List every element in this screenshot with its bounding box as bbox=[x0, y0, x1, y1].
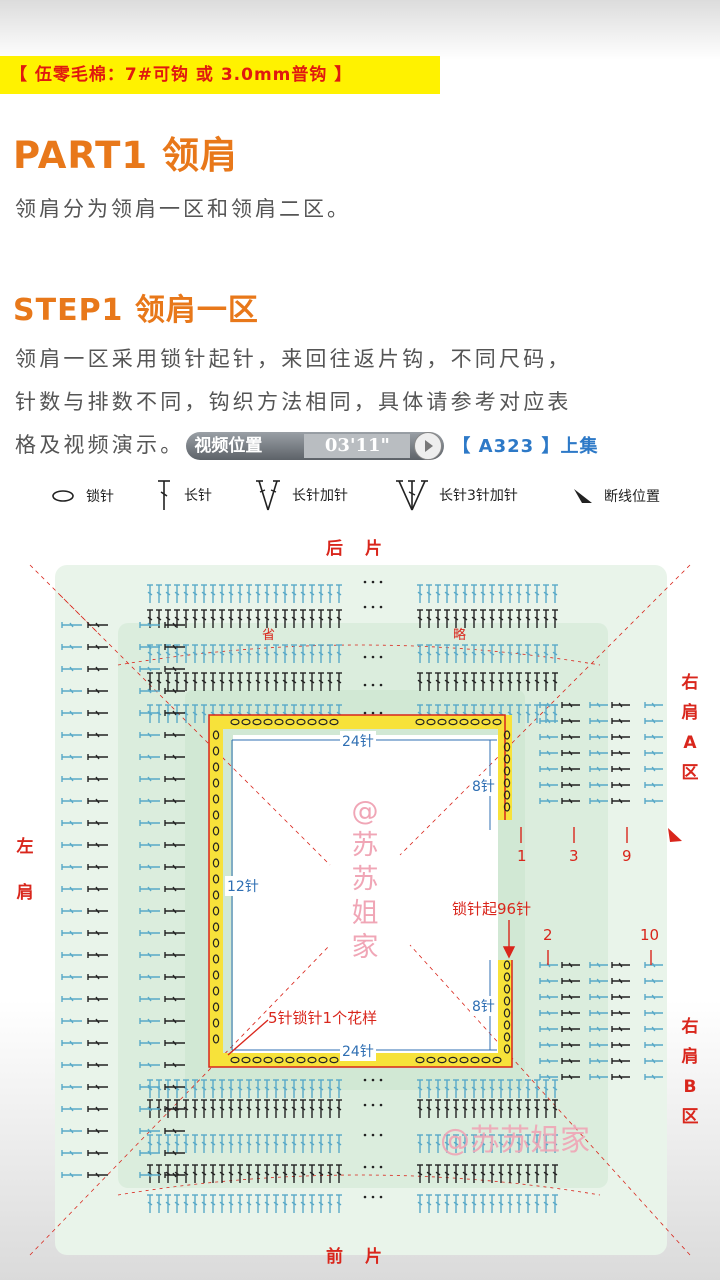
start-chain-note: 锁针起96针 bbox=[452, 900, 532, 918]
double-crochet-icon bbox=[158, 480, 170, 510]
legend-chain-label: 锁针 bbox=[86, 489, 114, 505]
watermark-vertical: @苏苏姐家 bbox=[351, 796, 379, 963]
chart-guidelines bbox=[29, 564, 691, 1256]
step-line-3: 格及视频演示。视频位置 03'11" 【 A323 】上集 bbox=[15, 424, 715, 468]
top-shade bbox=[0, 0, 720, 60]
video-time: 03'11" bbox=[304, 434, 411, 458]
chain-stitch-icon bbox=[52, 490, 74, 502]
watermark-horizontal: @苏苏姐家 bbox=[440, 1123, 590, 1158]
legend-dc: 长针 bbox=[154, 478, 212, 512]
back-panel-label: 后片 bbox=[326, 539, 404, 559]
step-description: 领肩一区采用锁针起针，来回往返片钩，不同尺码， 针数与排数不同，钩织方法相同，具… bbox=[15, 338, 715, 468]
step-title: STEP1 领肩一区 bbox=[13, 293, 259, 328]
legend-dc3-inc-label: 长针3针加针 bbox=[439, 488, 518, 504]
motif-note: 5针锁针1个花样 bbox=[268, 1009, 378, 1027]
omit-label-1: 省 bbox=[262, 628, 276, 643]
row-marker-9: 9 bbox=[622, 847, 632, 865]
yarn-banner: 【 伍零毛棉：7#可钩 或 3.0mm普钩 】 bbox=[0, 56, 440, 94]
right-a-stitch-count: 8针 bbox=[470, 776, 497, 796]
row-marker-2: 2 bbox=[543, 926, 553, 944]
double-crochet-increase-icon bbox=[256, 480, 280, 511]
stitch-marks bbox=[61, 580, 663, 1213]
part-title: PART1 领肩 bbox=[13, 134, 239, 177]
omit-label-2: 略 bbox=[453, 628, 467, 643]
row-marker-1: 1 bbox=[517, 847, 527, 865]
step-line-2: 针数与排数不同，钩织方法相同，具体请参考对应表 bbox=[15, 390, 572, 414]
row-marker-10: 10 bbox=[640, 926, 660, 944]
chart-bands bbox=[55, 565, 667, 1255]
legend-chain: 锁针 bbox=[50, 486, 114, 506]
double-crochet-3-increase-icon bbox=[396, 480, 428, 511]
video-position-button[interactable]: 视频位置 03'11" bbox=[186, 432, 445, 460]
video-label: 视频位置 bbox=[194, 436, 263, 456]
row-marker-3: 3 bbox=[569, 847, 579, 865]
step-line-1: 领肩一区采用锁针起针，来回往返片钩，不同尺码， bbox=[15, 347, 572, 371]
legend-fasten-off: 断线位置 bbox=[572, 486, 660, 506]
chain-marks bbox=[212, 718, 511, 1064]
part-description: 领肩分为领肩一区和领肩二区。 bbox=[15, 197, 351, 221]
side-stitch-count: 12针 bbox=[225, 876, 261, 896]
left-shoulder-label: 左肩 bbox=[16, 837, 34, 903]
play-icon[interactable] bbox=[414, 432, 443, 460]
legend-fasten-off-label: 断线位置 bbox=[604, 489, 660, 505]
step-line-3-text: 格及视频演示。 bbox=[15, 433, 185, 457]
top-stitch-count: 24针 bbox=[340, 731, 376, 751]
legend-dc-label: 长针 bbox=[184, 488, 212, 504]
bottom-stitch-count: 24针 bbox=[340, 1041, 376, 1061]
stitch-legend: 锁针 长针 长针加针 长针3针加针 断线位置 bbox=[50, 480, 710, 511]
crochet-chart bbox=[29, 564, 691, 1256]
legend-dc3-inc: 长针3针加针 bbox=[395, 478, 518, 512]
video-reference: 【 A323 】上集 bbox=[452, 436, 599, 457]
legend-dc-inc: 长针加针 bbox=[254, 478, 348, 512]
right-b-stitch-count: 8针 bbox=[470, 996, 497, 1016]
legend-dc-inc-label: 长针加针 bbox=[292, 488, 348, 504]
fasten-off-marker bbox=[668, 828, 682, 842]
fasten-off-icon bbox=[574, 489, 592, 503]
front-panel-label: 前片 bbox=[326, 1247, 404, 1267]
marker-arrows bbox=[227, 827, 652, 1056]
